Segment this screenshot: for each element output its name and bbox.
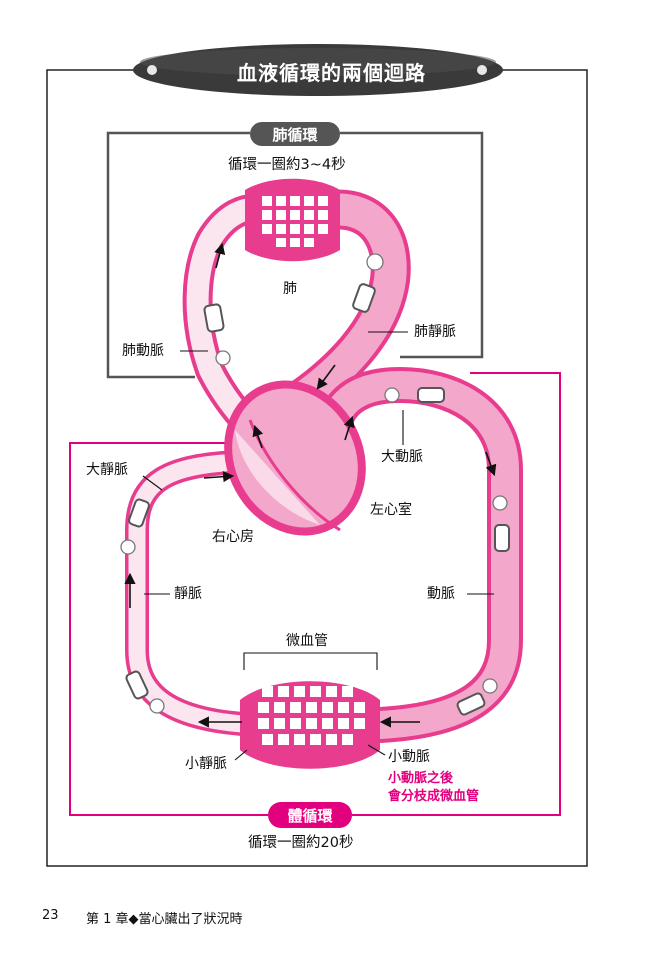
left-ventricle-label: 左心室 [370, 502, 412, 518]
systemic-frame [69, 372, 561, 816]
title-left-dot [147, 65, 157, 75]
chapter-title: 第 1 章◆當心臟出了狀況時 [86, 912, 243, 927]
vein-label: 靜脈 [174, 586, 202, 602]
artery-label: 動脈 [427, 586, 455, 602]
vena-cava-label: 大靜脈 [86, 462, 128, 478]
body-capillary-bed [240, 681, 380, 769]
diagram-title: 血液循環的兩個迴路 [237, 61, 426, 85]
pulmonary-vein-vessel [265, 189, 411, 430]
systemic-duration: 循環一圈約20秒 [248, 835, 354, 851]
flow-arrow [124, 242, 497, 728]
heart [224, 380, 366, 536]
car-icon [125, 283, 510, 716]
lung-label: 肺 [283, 281, 297, 297]
page-number: 23 [42, 908, 59, 923]
title-banner [133, 44, 503, 96]
leader-line [142, 331, 494, 761]
venule-label: 小靜脈 [185, 756, 227, 772]
arteriole-label: 小動脈 [388, 749, 430, 765]
arteriole-note-line1: 小動脈之後 [388, 771, 454, 786]
title-right-dot [477, 65, 487, 75]
systemic-vein-vessel [125, 450, 287, 737]
systemic-pill [268, 802, 352, 828]
pulmonary-duration: 循環一圈約3~4秒 [228, 157, 346, 173]
pulmonary-frame [106, 131, 484, 379]
aorta-label: 大動脈 [381, 449, 423, 465]
right-atrium-label: 右心房 [212, 529, 254, 545]
capillary-label: 微血管 [286, 633, 328, 649]
exhaust-cloud-icon [120, 253, 508, 714]
lung-capillary-bed [245, 178, 340, 262]
pulmonary-pill [250, 122, 340, 146]
arteriole-note-line2: 會分枝成微血管 [388, 789, 480, 804]
systemic-circulation-label: 體循環 [287, 807, 333, 825]
pulmonary-artery-label: 肺動脈 [122, 343, 164, 359]
pulmonary-circulation-label: 肺循環 [272, 126, 318, 144]
pulmonary-vein-label: 肺靜脈 [414, 324, 456, 340]
